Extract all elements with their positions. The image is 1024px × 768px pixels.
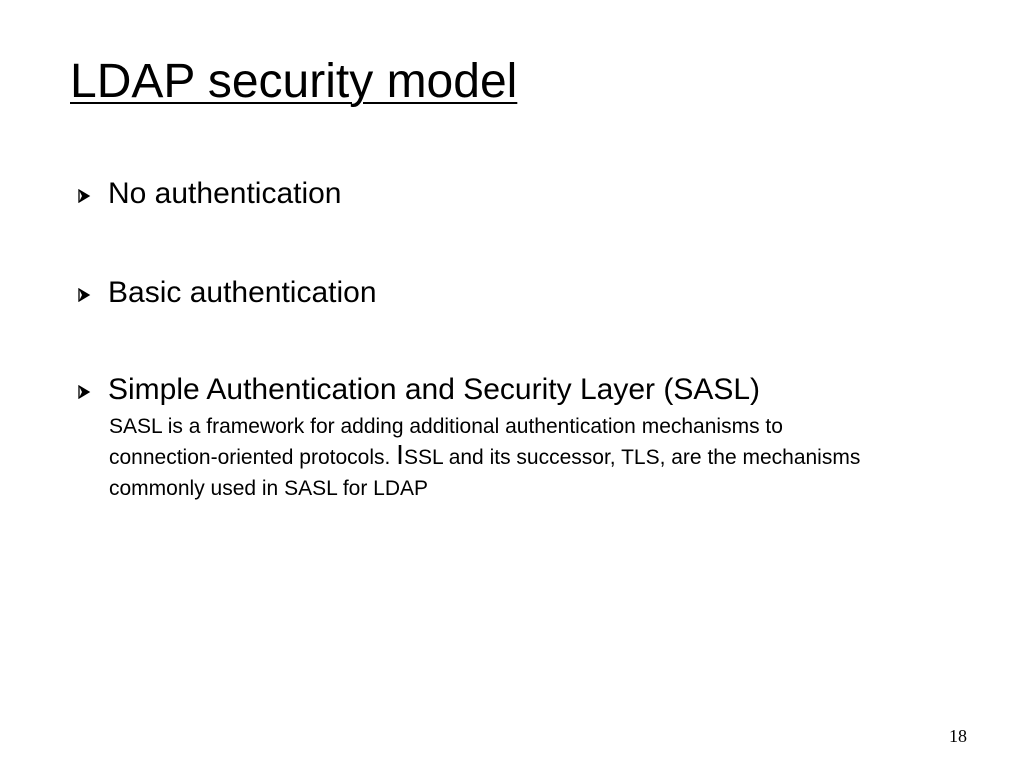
bullet-text: Simple Authentication and Security Layer…	[108, 373, 761, 406]
bullet-text: No authentication	[108, 177, 342, 210]
arrowhead-bullet-icon	[77, 374, 93, 406]
slide-title: LDAP security model	[70, 55, 518, 108]
sasl-detail-part2: SSL and its successor, TLS, are the mech…	[109, 446, 861, 500]
sasl-detail-big-letter: I	[396, 439, 404, 470]
arrowhead-bullet-icon	[77, 178, 93, 210]
sasl-detail-part1: SASL is a framework for adding additiona…	[109, 415, 783, 469]
sasl-detail-text: SASL is a framework for adding additiona…	[109, 411, 889, 504]
page-number: 18	[949, 726, 967, 746]
bullet-text: Basic authentication	[108, 276, 377, 309]
arrowhead-bullet-icon	[77, 277, 93, 309]
